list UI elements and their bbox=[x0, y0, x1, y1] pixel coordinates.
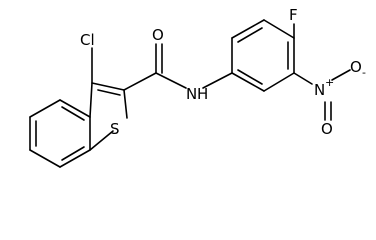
double-bond-inner bbox=[237, 69, 263, 85]
bond bbox=[89, 82, 93, 118]
amide-group bbox=[123, 43, 233, 91]
bond bbox=[89, 130, 114, 151]
bond bbox=[231, 19, 265, 39]
bond-n-aryl bbox=[202, 72, 233, 89]
bond bbox=[123, 72, 157, 91]
double-bond-inner bbox=[61, 146, 85, 161]
carbonyl-oxygen-label: O bbox=[152, 26, 164, 44]
nitro-oxygen-double-label: O bbox=[321, 120, 333, 138]
double-bond-inner bbox=[61, 106, 85, 121]
bond-n-o-single bbox=[331, 69, 351, 81]
benzene-ring-fused bbox=[29, 99, 91, 168]
bond bbox=[91, 82, 125, 91]
chlorine-label: Cl bbox=[80, 31, 95, 49]
amide-hydrogen-label: H bbox=[197, 85, 208, 103]
bond bbox=[231, 72, 265, 92]
bond bbox=[263, 19, 295, 39]
oxygen-charge-label: - bbox=[362, 66, 366, 79]
chemical-structure-drawing: Cl O N H S F N + O - O bbox=[29, 6, 366, 168]
amide-nitrogen-label: N bbox=[186, 85, 197, 103]
bond bbox=[59, 149, 91, 168]
nitro-nitrogen-label: N bbox=[314, 81, 325, 99]
structure-canvas: Cl O N H S F N + O - O bbox=[29, 6, 366, 168]
fluorine-label: F bbox=[289, 6, 298, 24]
aryl-ring bbox=[231, 19, 295, 92]
bond-c-n bbox=[155, 72, 187, 89]
bond-c-n bbox=[293, 72, 313, 85]
double-bond-inner bbox=[237, 27, 263, 43]
bond bbox=[29, 149, 61, 168]
bond bbox=[123, 89, 128, 119]
bond bbox=[29, 99, 61, 118]
nitro-group bbox=[293, 69, 351, 121]
double-bond-inner bbox=[97, 89, 121, 96]
thiophene-ring bbox=[89, 82, 128, 151]
bond bbox=[59, 99, 91, 118]
sulfur-label: S bbox=[110, 120, 120, 138]
bond bbox=[263, 72, 295, 92]
nitro-oxygen-single-label: O bbox=[350, 58, 362, 76]
nitro-charge-label: + bbox=[325, 76, 334, 89]
